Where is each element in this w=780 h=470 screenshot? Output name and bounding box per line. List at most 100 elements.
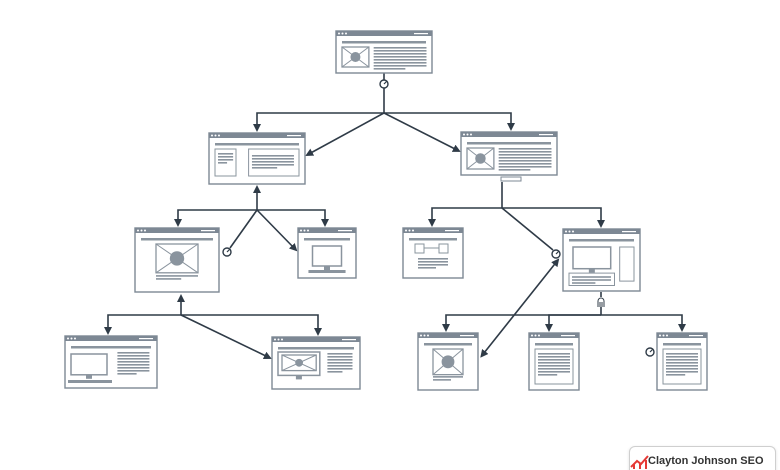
image-placeholder [466, 147, 495, 170]
text-line [498, 148, 552, 150]
text-line [572, 276, 611, 278]
text-line [498, 166, 552, 168]
content-box [248, 148, 300, 177]
window-dot [211, 134, 213, 137]
text-line [218, 159, 234, 161]
text-line [117, 361, 150, 363]
text-line [538, 368, 570, 370]
browser-titlebar [65, 336, 157, 341]
browser-titlebar [135, 228, 219, 233]
connector [229, 209, 258, 249]
monitor-stand [588, 268, 595, 273]
window-dot [277, 338, 280, 341]
window-dot [345, 32, 347, 35]
keyboard [308, 270, 346, 273]
window-controls [342, 339, 356, 341]
connector-arrow [181, 314, 322, 336]
text-line [327, 353, 353, 355]
text-line [572, 279, 611, 281]
text-line [538, 362, 570, 364]
monitor-stand [295, 375, 302, 380]
page-node-email [134, 227, 220, 293]
text-line [538, 371, 570, 373]
text-line [117, 355, 150, 357]
header-bar [424, 343, 472, 346]
browser-titlebar [461, 132, 557, 137]
page-node-laptop-text [64, 335, 158, 389]
text-line [327, 362, 353, 364]
header-bar [535, 343, 573, 346]
browser-titlebar [336, 31, 432, 36]
text-line [538, 356, 570, 358]
window-dot [534, 334, 537, 337]
text-line [251, 155, 294, 157]
image-placeholder [432, 348, 464, 376]
text-line [498, 151, 552, 153]
connector-arrow [502, 207, 605, 228]
header-bar [71, 346, 151, 349]
gauge-needle [383, 81, 387, 85]
window-dot [423, 334, 426, 337]
window-dot [338, 32, 340, 35]
text-line [251, 167, 278, 169]
window-controls [201, 230, 215, 232]
browser-titlebar [209, 133, 305, 138]
text-line [572, 282, 596, 284]
window-dot [662, 334, 665, 337]
header-bar [569, 239, 634, 242]
keyboard [68, 380, 112, 383]
text-line [373, 62, 427, 64]
text-line [251, 164, 294, 166]
header-bar [141, 238, 213, 241]
connector-arrow [601, 314, 686, 332]
browser-window [528, 332, 580, 391]
text-line [666, 371, 698, 373]
text-line [117, 373, 137, 375]
image-placeholder [155, 243, 199, 274]
connector-arrow [257, 209, 329, 227]
article-box [662, 348, 702, 385]
page-node-email [417, 332, 479, 391]
page-node-laptop [297, 227, 357, 279]
text-line [218, 162, 228, 164]
browser-titlebar [529, 333, 579, 338]
text-line [373, 53, 427, 55]
text-line [117, 358, 150, 360]
window-dot [74, 337, 76, 340]
text-line [373, 65, 427, 67]
watermark-badge: Clayton Johnson SEO [629, 446, 776, 470]
monitor-stand [86, 374, 92, 379]
window-dot [572, 230, 574, 233]
page-node-image-text [460, 131, 558, 176]
window-dot [568, 230, 571, 233]
connector-arrow [253, 112, 384, 132]
text-line [373, 47, 427, 49]
window-controls [689, 335, 703, 337]
window-controls [338, 230, 352, 232]
image-circle [475, 153, 486, 164]
window-controls [622, 231, 636, 233]
text-line [538, 353, 570, 355]
window-dot [300, 229, 302, 232]
text-line [373, 59, 427, 61]
window-controls [539, 134, 553, 136]
text-line [538, 374, 558, 376]
window-controls [445, 230, 459, 232]
window-dot [420, 334, 422, 337]
text-line [498, 154, 552, 156]
text-line [327, 359, 353, 361]
text-line [538, 359, 570, 361]
image-placeholder [281, 354, 317, 372]
window-dot [218, 134, 220, 137]
window-dot [405, 229, 407, 232]
connector-arrow [428, 207, 502, 227]
text-line [666, 374, 686, 376]
text-line [498, 160, 552, 162]
text-line [418, 267, 436, 269]
connector-arrow [384, 112, 515, 131]
text-line [666, 359, 698, 361]
header-bar [409, 238, 457, 241]
header-bar [215, 143, 299, 146]
text-line [156, 278, 182, 280]
